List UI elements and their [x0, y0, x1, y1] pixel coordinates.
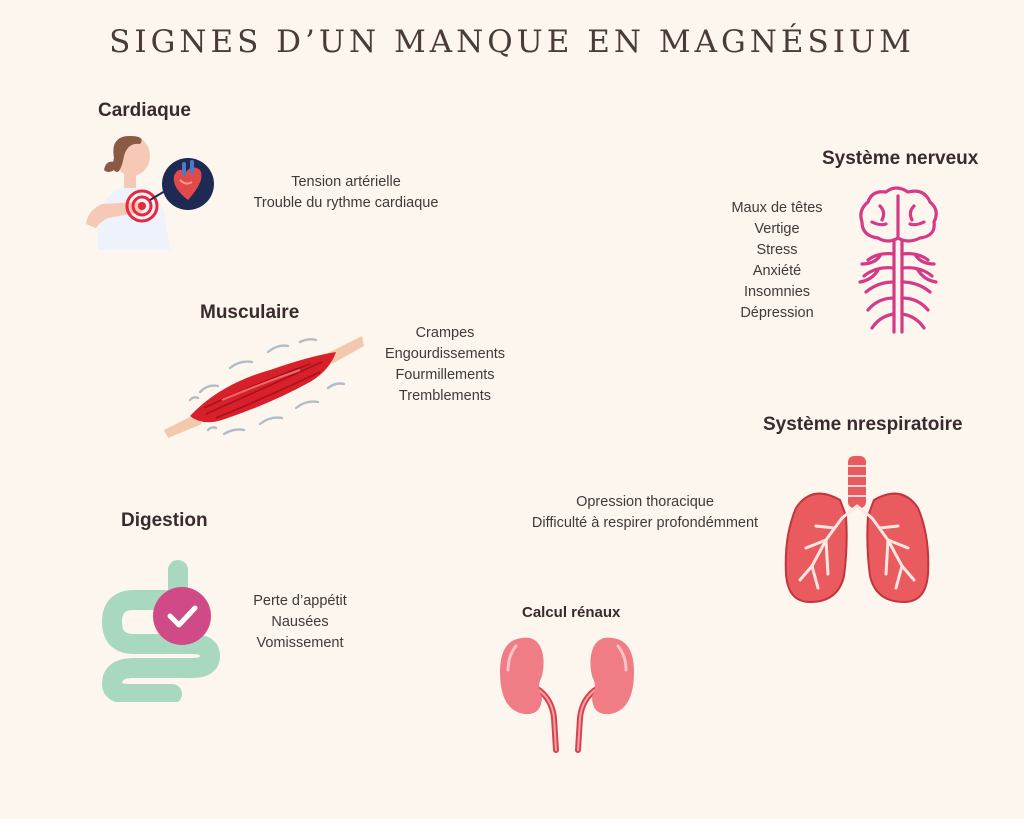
page-title: SIGNES D’UN MANQUE EN MAGNÉSIUM: [109, 24, 915, 60]
intestine-check-icon: [102, 560, 220, 702]
list-item: Trouble du rythme cardiaque: [253, 195, 439, 211]
list-item: Stress: [756, 242, 798, 258]
brain-nervous-system-icon: [858, 186, 938, 334]
muscle-icon: [164, 336, 364, 438]
list-item: Nausées: [271, 614, 329, 630]
list-item: Perte d’appétit: [253, 593, 347, 609]
list-item: Dépression: [740, 305, 814, 321]
heading-calcul-renaux: Calcul rénaux: [522, 604, 621, 621]
list-item: Anxiété: [752, 263, 802, 279]
list-systeme-respiratoire: Opression thoracique Difficulté à respir…: [510, 492, 780, 534]
list-systeme-nerveux: Maux de têtes Vertige Stress Anxiété Ins…: [720, 198, 834, 324]
list-item: Crampes: [415, 325, 475, 341]
list-digestion: Perte d’appétit Nausées Vomissement: [240, 591, 360, 654]
heading-systeme-nerveux: Système nerveux: [822, 148, 979, 169]
kidneys-icon: [500, 637, 634, 753]
list-item: Opression thoracique: [576, 494, 714, 510]
list-item: Engourdissements: [384, 346, 506, 362]
list-item: Tremblements: [398, 388, 492, 404]
list-item: Fourmillements: [395, 367, 495, 383]
list-item: Vomissement: [256, 635, 344, 651]
list-cardiaque: Tension artérielle Trouble du rythme car…: [246, 172, 446, 214]
heading-digestion: Digestion: [121, 510, 208, 531]
list-item: Maux de têtes: [731, 200, 823, 216]
list-item: Difficulté à respirer profondémment: [531, 515, 759, 531]
heading-musculaire: Musculaire: [200, 302, 300, 323]
list-item: Tension artérielle: [291, 174, 401, 190]
lungs-icon: [784, 456, 930, 604]
heading-cardiaque: Cardiaque: [98, 100, 191, 121]
woman-heart-icon: [86, 136, 214, 250]
heading-systeme-respiratoire: Système nrespiratoire: [763, 414, 963, 435]
list-musculaire: Crampes Engourdissements Fourmillements …: [380, 323, 510, 407]
list-item: Vertige: [754, 221, 800, 237]
list-item: Insomnies: [743, 284, 811, 300]
